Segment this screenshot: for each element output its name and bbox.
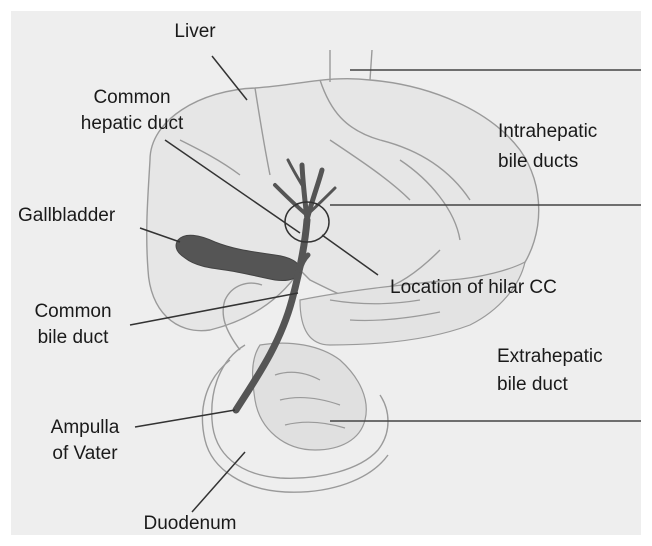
extrahepatic-label-line2: bile duct xyxy=(497,373,568,396)
common-bile-duct-label-line1: Common xyxy=(18,300,128,323)
common-hepatic-duct-label-line1: Common xyxy=(62,86,202,109)
liver-label: Liver xyxy=(160,20,230,43)
duodenum-leader xyxy=(192,452,245,512)
extrahepatic-label-line1: Extrahepatic xyxy=(497,345,603,368)
intrahepatic-label-line2: bile ducts xyxy=(498,150,578,173)
ampulla-label-line1: Ampulla xyxy=(30,416,140,439)
duodenum-label: Duodenum xyxy=(120,512,260,535)
common-hepatic-duct-label-line2: hepatic duct xyxy=(62,112,202,135)
common-bile-duct-label-line2: bile duct xyxy=(18,326,128,349)
gallbladder-label: Gallbladder xyxy=(18,204,115,227)
hilar-cc-label: Location of hilar CC xyxy=(390,276,557,299)
ampulla-label-line2: of Vater xyxy=(30,442,140,465)
ampulla-leader xyxy=(135,410,235,427)
intrahepatic-label-line1: Intrahepatic xyxy=(498,120,597,143)
